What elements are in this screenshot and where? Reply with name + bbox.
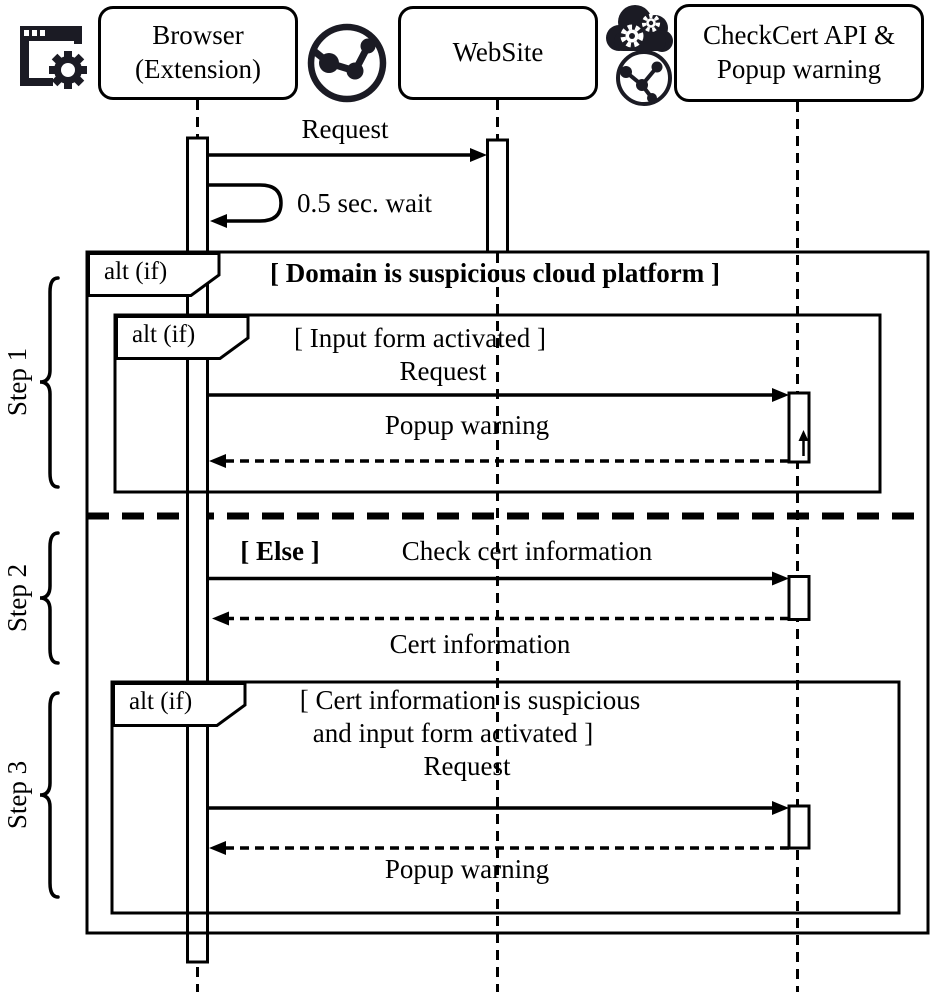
- self-message-wait-head: [210, 214, 227, 228]
- message-request-top-label: Request: [301, 114, 389, 144]
- fragment-step3-operator: alt (if): [129, 688, 193, 715]
- activation-checkcert-3: [787, 804, 811, 850]
- step2-brace: [39, 531, 60, 665]
- arrow-request-step1-head: [772, 388, 789, 402]
- cloud-gears-icon: [606, 5, 673, 52]
- step1-brace: [39, 276, 60, 489]
- message-check-cert-label: Check cert information: [401, 536, 653, 566]
- browser-gear-icon: [20, 26, 87, 89]
- step3-brace: [39, 691, 60, 899]
- actor-checkcert: CheckCert API & Popup warning: [674, 4, 924, 102]
- arrow-popup-step3-head: [209, 841, 226, 855]
- step2-label: Step 2: [2, 563, 32, 633]
- fragment-outer-guard: [ Domain is suspicious cloud platform ]: [269, 258, 721, 288]
- arrow-check-cert-head: [772, 571, 789, 586]
- actor-website: WebSite: [398, 6, 598, 100]
- fragment-outer-else-guard: [ Else ]: [240, 536, 320, 566]
- self-message-wait: [207, 183, 283, 223]
- fragment-step1-tab: [115, 315, 250, 360]
- fragment-outer-tab: [87, 252, 221, 297]
- arrow-cert-info-head: [212, 611, 229, 626]
- fragment-outer-operator: alt (if): [104, 258, 168, 285]
- actor-checkcert-label: CheckCert API & Popup warning: [703, 20, 895, 84]
- message-cert-info-label: Cert information: [389, 629, 571, 659]
- arrow-request-top-head: [470, 148, 487, 162]
- message-request-step1-label: Request: [399, 356, 487, 386]
- arrow-request-step3-head: [772, 801, 789, 815]
- globe-network-outline-icon: [616, 50, 672, 106]
- fragment-step3-guard-line2: and input form activated ]: [312, 718, 594, 748]
- activation-website: [486, 138, 509, 254]
- actor-browser-label: Browser (Extension): [135, 20, 261, 84]
- up-arrow-head: [798, 430, 809, 441]
- activation-checkcert-2: [787, 575, 811, 621]
- fragment-outer: [85, 250, 930, 935]
- arrow-popup-step1-head: [209, 454, 226, 468]
- message-wait-label: 0.5 sec. wait: [297, 188, 432, 218]
- activation-checkcert-1: [787, 391, 811, 464]
- globe-network-icon: [307, 23, 387, 103]
- actor-browser: Browser (Extension): [98, 6, 298, 100]
- actor-website-label: WebSite: [452, 37, 544, 68]
- fragment-step3: [110, 680, 901, 915]
- fragment-step1: [113, 313, 882, 494]
- step1-label: Step 1: [2, 347, 32, 417]
- step3-label: Step 3: [2, 760, 32, 830]
- message-request-step3-label: Request: [423, 751, 511, 781]
- fragment-step1-guard: [ Input form activated ]: [294, 323, 546, 353]
- fragment-step1-operator: alt (if): [132, 321, 196, 348]
- message-popup-step1-label: Popup warning: [384, 410, 550, 440]
- message-popup-step3-label: Popup warning: [384, 854, 550, 884]
- fragment-step3-tab: [112, 682, 247, 727]
- fragment-step3-guard-line1: [ Cert information is suspicious: [299, 685, 641, 715]
